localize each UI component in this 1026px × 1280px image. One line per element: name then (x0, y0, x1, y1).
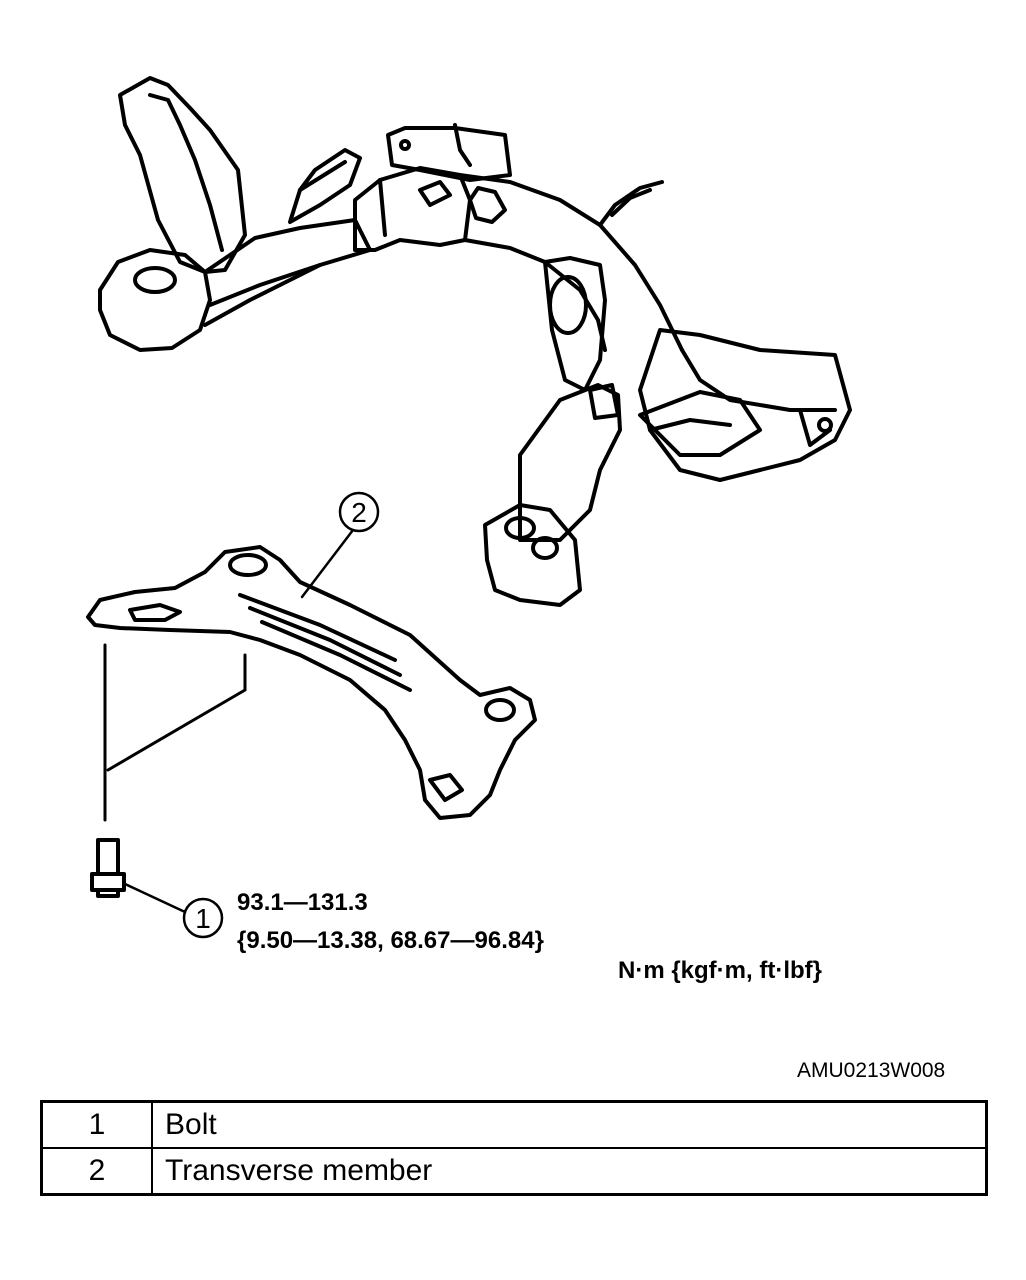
front-crossmember (98, 76, 852, 607)
callout-2-leader (300, 528, 355, 599)
alignment-lines (103, 643, 247, 822)
part-number: 2 (40, 1147, 153, 1196)
figure-code: AMU0213W008 (797, 1059, 946, 1082)
part-name: Bolt (151, 1100, 988, 1149)
callout-1-circle (182, 897, 224, 939)
part-name: Transverse member (151, 1147, 988, 1196)
callout-1-number: 1 (195, 903, 211, 934)
parts-table: 1 Bolt 2 Transverse member (40, 1100, 988, 1196)
torque-units: N·m {kgf·m, ft·lbf} (618, 957, 822, 984)
table-row: 1 Bolt (40, 1100, 988, 1149)
torque-spec-alt-units: {9.50—13.38, 68.67—96.84} (237, 927, 544, 954)
callout-1-leader (123, 882, 187, 914)
bolt-1 (90, 838, 126, 898)
callout-2-number: 2 (351, 497, 367, 528)
torque-spec-nm: 93.1—131.3 (237, 889, 368, 916)
transverse-member (86, 545, 537, 820)
part-number: 1 (40, 1100, 153, 1149)
table-row: 2 Transverse member (40, 1147, 988, 1196)
callout-2-circle (338, 491, 380, 533)
